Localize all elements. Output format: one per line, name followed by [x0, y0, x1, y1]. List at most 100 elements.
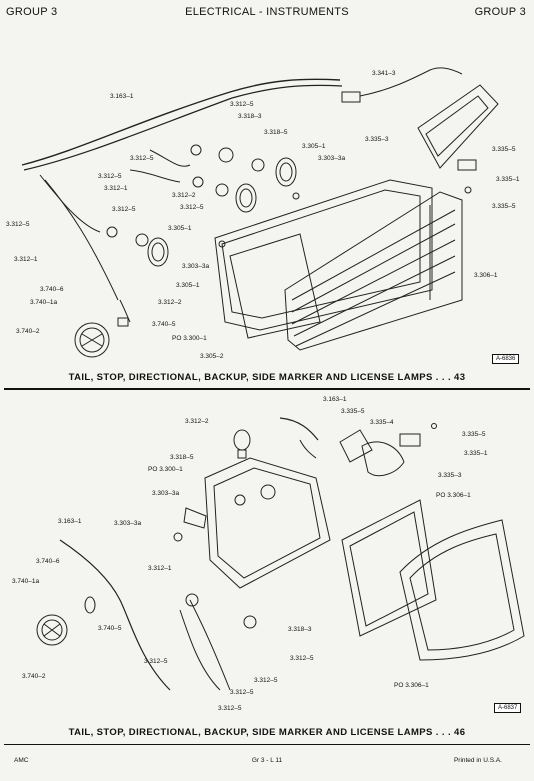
wire — [359, 67, 463, 97]
wire-harness — [279, 417, 319, 441]
callout-label: 3.306–1 — [474, 272, 498, 279]
callout-label: 3.312–2 — [158, 299, 182, 306]
callout-label: 3.163–1 — [110, 93, 134, 100]
callout-label: 3.312–1 — [104, 185, 128, 192]
callout-label: 3.303–3a — [318, 155, 345, 162]
bezel — [229, 233, 321, 339]
license-lamp-lens — [361, 441, 405, 477]
callout-label: 3.335–3 — [438, 472, 462, 479]
gasket — [239, 188, 253, 208]
grommet — [292, 192, 300, 200]
license-lamp-socket — [399, 433, 421, 447]
tail-lamp-housing — [204, 457, 331, 589]
callout-label: 3.335–5 — [492, 146, 516, 153]
group-label-left: GROUP 3 — [6, 6, 58, 18]
bulb — [215, 183, 229, 197]
callout-label: PO 3.306–1 — [394, 682, 429, 689]
callout-label: 3.318–3 — [238, 113, 262, 120]
callout-label: 3.305–1 — [168, 225, 192, 232]
tail-lamp-lens — [291, 209, 456, 347]
side-marker-lamp — [81, 333, 103, 347]
callout-label: 3.312–5 — [230, 689, 254, 696]
callout-label: 3.312–5 — [218, 705, 242, 712]
callout-label: 3.305–2 — [200, 353, 224, 360]
connector — [341, 91, 361, 103]
wire-harness — [39, 174, 101, 233]
footer-page-ref: Gr 3 - L 11 — [251, 757, 283, 764]
figure-caption: TAIL, STOP, DIRECTIONAL, BACKUP, SIDE MA… — [68, 372, 466, 383]
callout-label: 3.318–5 — [264, 129, 288, 136]
wire-harness — [129, 169, 181, 183]
callout-label: 3.303–3a — [152, 490, 179, 497]
tail-lamp-body — [214, 179, 433, 331]
tail-lamp-lens — [341, 499, 437, 637]
callout-label: 3.335–1 — [464, 450, 488, 457]
callout-label: 3.312–5 — [6, 221, 30, 228]
license-lamp-housing — [417, 84, 499, 169]
callout-label: 3.318–3 — [288, 626, 312, 633]
callout-label: 3.740–1a — [12, 578, 39, 585]
callout-label: 3.740–2 — [16, 328, 40, 335]
wire-harness — [119, 299, 131, 323]
callout-label: 3.335–3 — [365, 136, 389, 143]
callout-label: 3.740–6 — [40, 286, 64, 293]
bracket — [183, 507, 207, 529]
bulb — [251, 158, 265, 172]
side-marker-lamp — [74, 322, 110, 358]
license-lamp-lens — [457, 159, 477, 171]
side-marker-lamp — [79, 327, 105, 353]
wire-harness — [189, 599, 231, 691]
callout-label: PO 3.306–1 — [436, 492, 471, 499]
side-marker-lamp — [36, 614, 68, 646]
callout-label: 3.163–1 — [58, 518, 82, 525]
wire-harness — [149, 149, 191, 167]
gasket — [279, 162, 293, 182]
callout-label: 3.318–5 — [170, 454, 194, 461]
side-marker-lamp — [43, 623, 61, 637]
callout-label: 3.740–5 — [98, 625, 122, 632]
callout-label: 3.312–5 — [112, 206, 136, 213]
tail-lamp-bezel — [409, 533, 515, 651]
callout-label: 3.303–3a — [182, 263, 209, 270]
divider — [4, 388, 530, 390]
callout-label: 3.163–1 — [323, 396, 347, 403]
callout-label: 3.312–1 — [148, 565, 172, 572]
connector — [84, 596, 96, 614]
page-title: ELECTRICAL - INSTRUMENTS — [185, 6, 349, 18]
bulb — [218, 147, 234, 163]
wire-harness — [299, 439, 317, 459]
gasket — [275, 157, 297, 187]
callout-label: 3.335–5 — [462, 431, 486, 438]
group-label-right: GROUP 3 — [474, 6, 526, 18]
tail-lamp-housing — [213, 467, 321, 579]
callout-label: 3.312–5 — [98, 173, 122, 180]
callout-label: 3.740–6 — [36, 558, 60, 565]
callout-label: 3.312–5 — [144, 658, 168, 665]
tail-lamp-body — [221, 189, 421, 319]
screw — [464, 186, 472, 194]
callout-label: 3.740–5 — [152, 321, 176, 328]
callout-label: PO 3.300–1 — [148, 466, 183, 473]
callout-label: 3.312–5 — [130, 155, 154, 162]
gasket — [147, 237, 169, 267]
callout-label: 3.335–1 — [496, 176, 520, 183]
tail-lamp-lens — [284, 191, 463, 351]
wire-harness — [21, 78, 341, 166]
figure2-labels: 3.312–2 3.163–1 3.335–5 3.335–4 3.335–5 … — [12, 396, 488, 712]
callout-label: 3.312–5 — [254, 677, 278, 684]
callout-label: 3.312–2 — [185, 418, 209, 425]
tail-lamp-bezel — [399, 519, 525, 661]
side-marker-lamp — [41, 619, 63, 641]
callout-label: 3.312–2 — [172, 192, 196, 199]
callout-label: 3.312–5 — [230, 101, 254, 108]
figure-ref-badge: A-6837 — [494, 703, 522, 713]
bulb — [192, 176, 204, 188]
callout-label: 3.740–1a — [30, 299, 57, 306]
tail-lamp-lens — [349, 511, 429, 627]
callout-label: 3.335–5 — [341, 408, 365, 415]
callout-label: 3.305–1 — [302, 143, 326, 150]
figure-ref-badge: A-6836 — [492, 354, 520, 364]
callout-label: 3.312–1 — [14, 256, 38, 263]
callout-label: 3.305–1 — [176, 282, 200, 289]
callout-label: 3.303–3a — [114, 520, 141, 527]
